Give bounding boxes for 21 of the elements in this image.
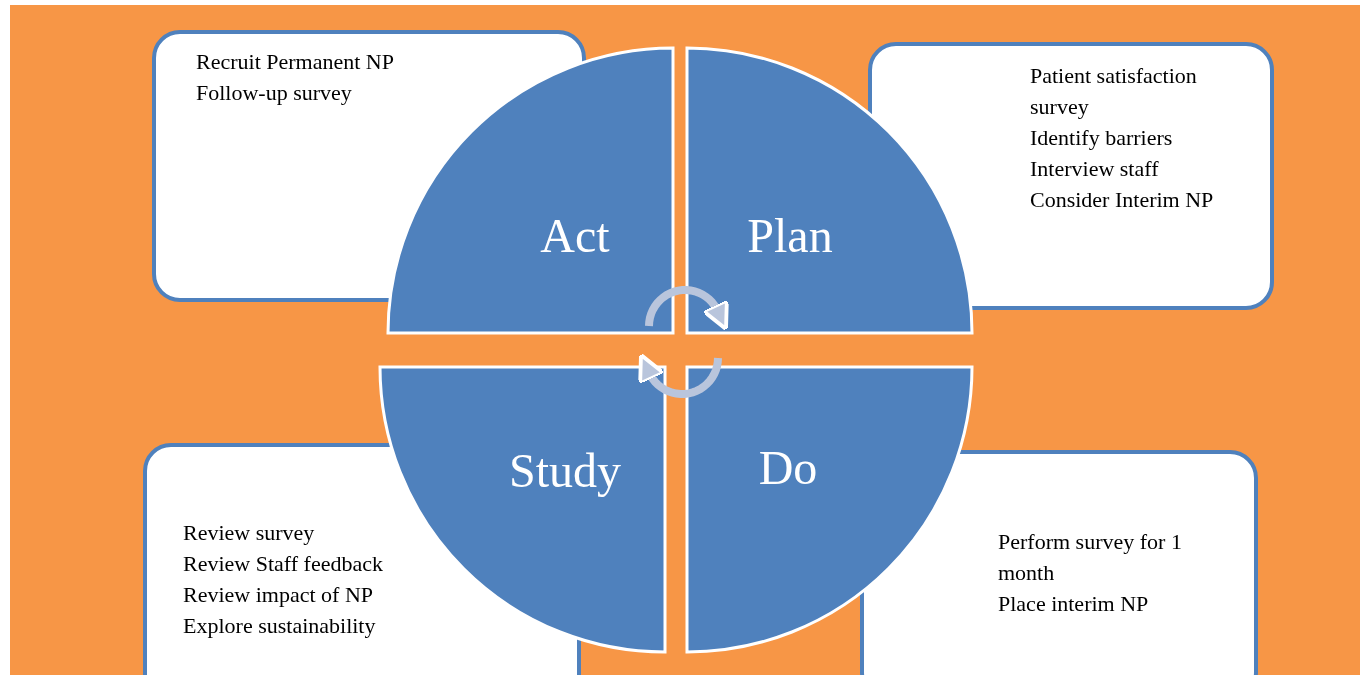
phase-label: Plan <box>747 207 833 263</box>
cycle-arrow <box>645 286 729 331</box>
list-item: Identify barriers <box>1030 124 1174 152</box>
list-item: Follow-up survey <box>196 79 353 107</box>
phase-label: Do <box>758 439 818 495</box>
quadrant-shape <box>687 48 972 333</box>
list-item: Perform survey for 1 month <box>998 528 1183 587</box>
phase-label: Act <box>540 207 610 263</box>
list-item: Recruit Permanent NP <box>196 48 395 76</box>
list-item: Patient satisfaction survey <box>1030 62 1198 121</box>
list-item: Place interim NP <box>998 590 1150 618</box>
cycle-arrow <box>638 353 722 398</box>
list-item: Review Staff feedback <box>183 550 384 578</box>
list-item: Interview staff <box>1030 155 1160 183</box>
phase-label: Study <box>509 442 621 498</box>
list-item: Review survey <box>183 519 316 547</box>
list-item: Review impact of NP <box>183 581 375 609</box>
list-item: Consider Interim NP <box>1030 186 1215 214</box>
quadrant-shape <box>687 367 972 652</box>
text-card <box>860 450 1258 675</box>
list-item: Explore sustainability <box>183 612 377 640</box>
